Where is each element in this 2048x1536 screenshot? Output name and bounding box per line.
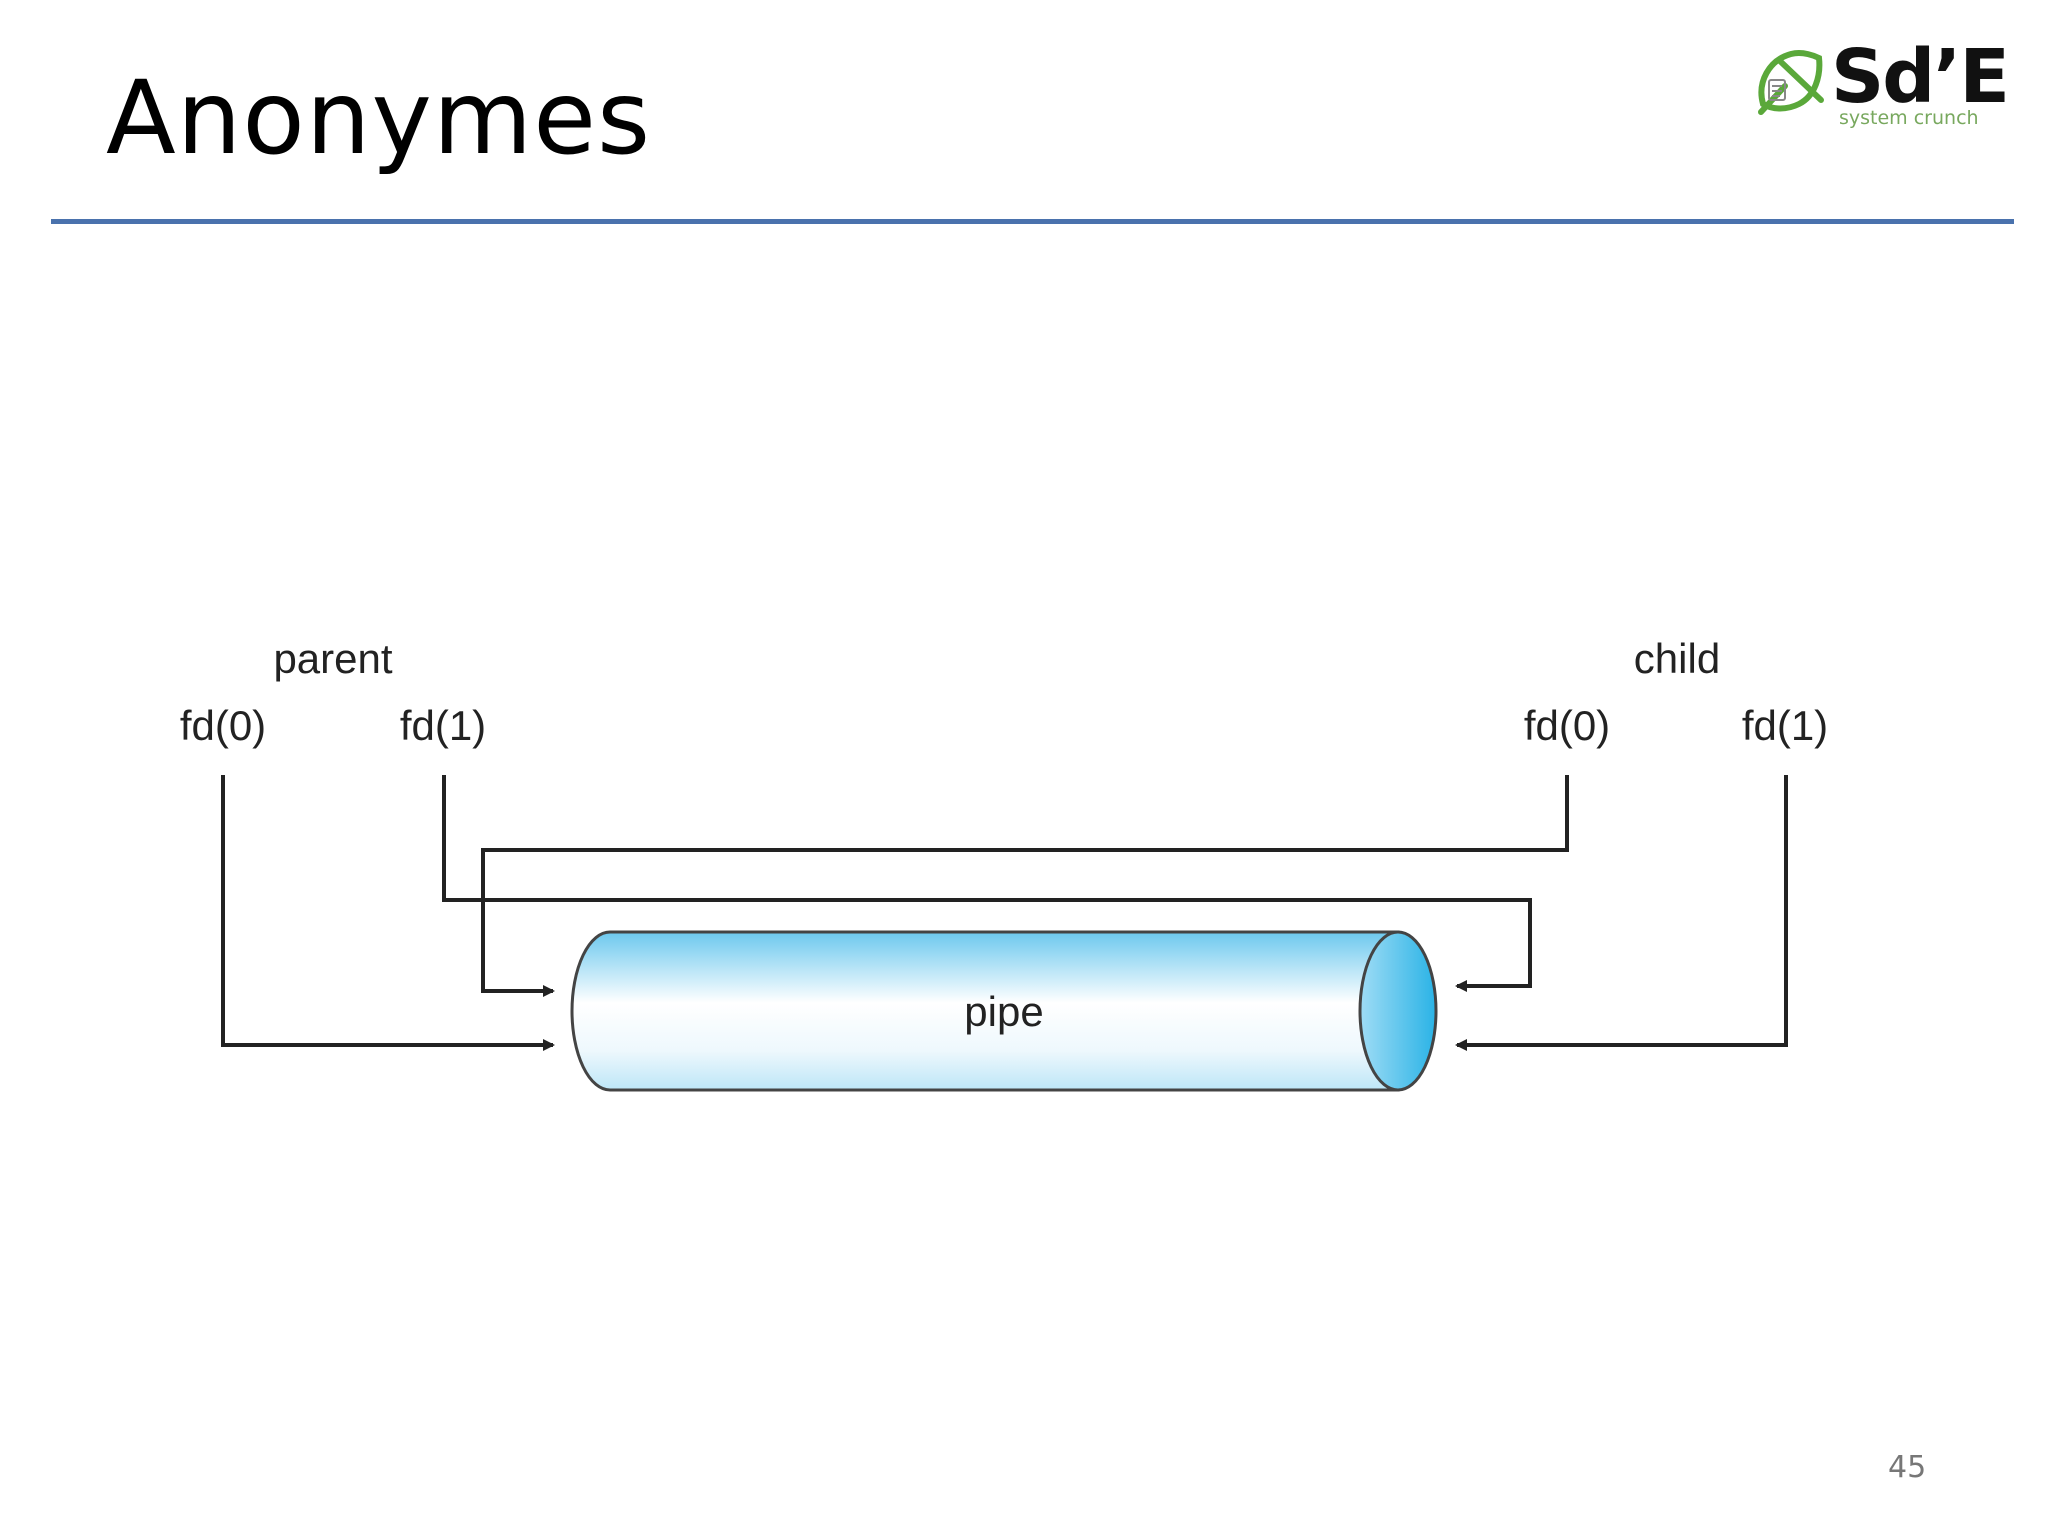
- parent-fd0-label: fd(0): [180, 702, 266, 749]
- parent-label: parent: [273, 635, 392, 682]
- leaf-document-icon: [1758, 50, 1824, 115]
- sde-logo: Sd’E system crunch: [1755, 40, 2025, 140]
- child-fd0-connector: [481, 775, 1569, 997]
- parent-fd1-label: fd(1): [400, 702, 486, 749]
- pipe-cylinder: [570, 930, 1438, 1092]
- title-divider: [51, 219, 2014, 224]
- logo-tagline: system crunch: [1839, 107, 1979, 129]
- child-fd0-label: fd(0): [1524, 702, 1610, 749]
- child-fd1-connector: [1455, 775, 1788, 1051]
- slide-title: Anonymes: [106, 59, 652, 178]
- child-label: child: [1634, 635, 1720, 682]
- logo-wordmark: Sd’E: [1831, 34, 2010, 120]
- child-fd1-label: fd(1): [1742, 702, 1828, 749]
- page-number: 45: [1888, 1450, 1927, 1485]
- parent-fd0-connector: [221, 775, 555, 1051]
- pipe-label: pipe: [964, 988, 1043, 1035]
- parent-fd1-connector: [442, 775, 1532, 992]
